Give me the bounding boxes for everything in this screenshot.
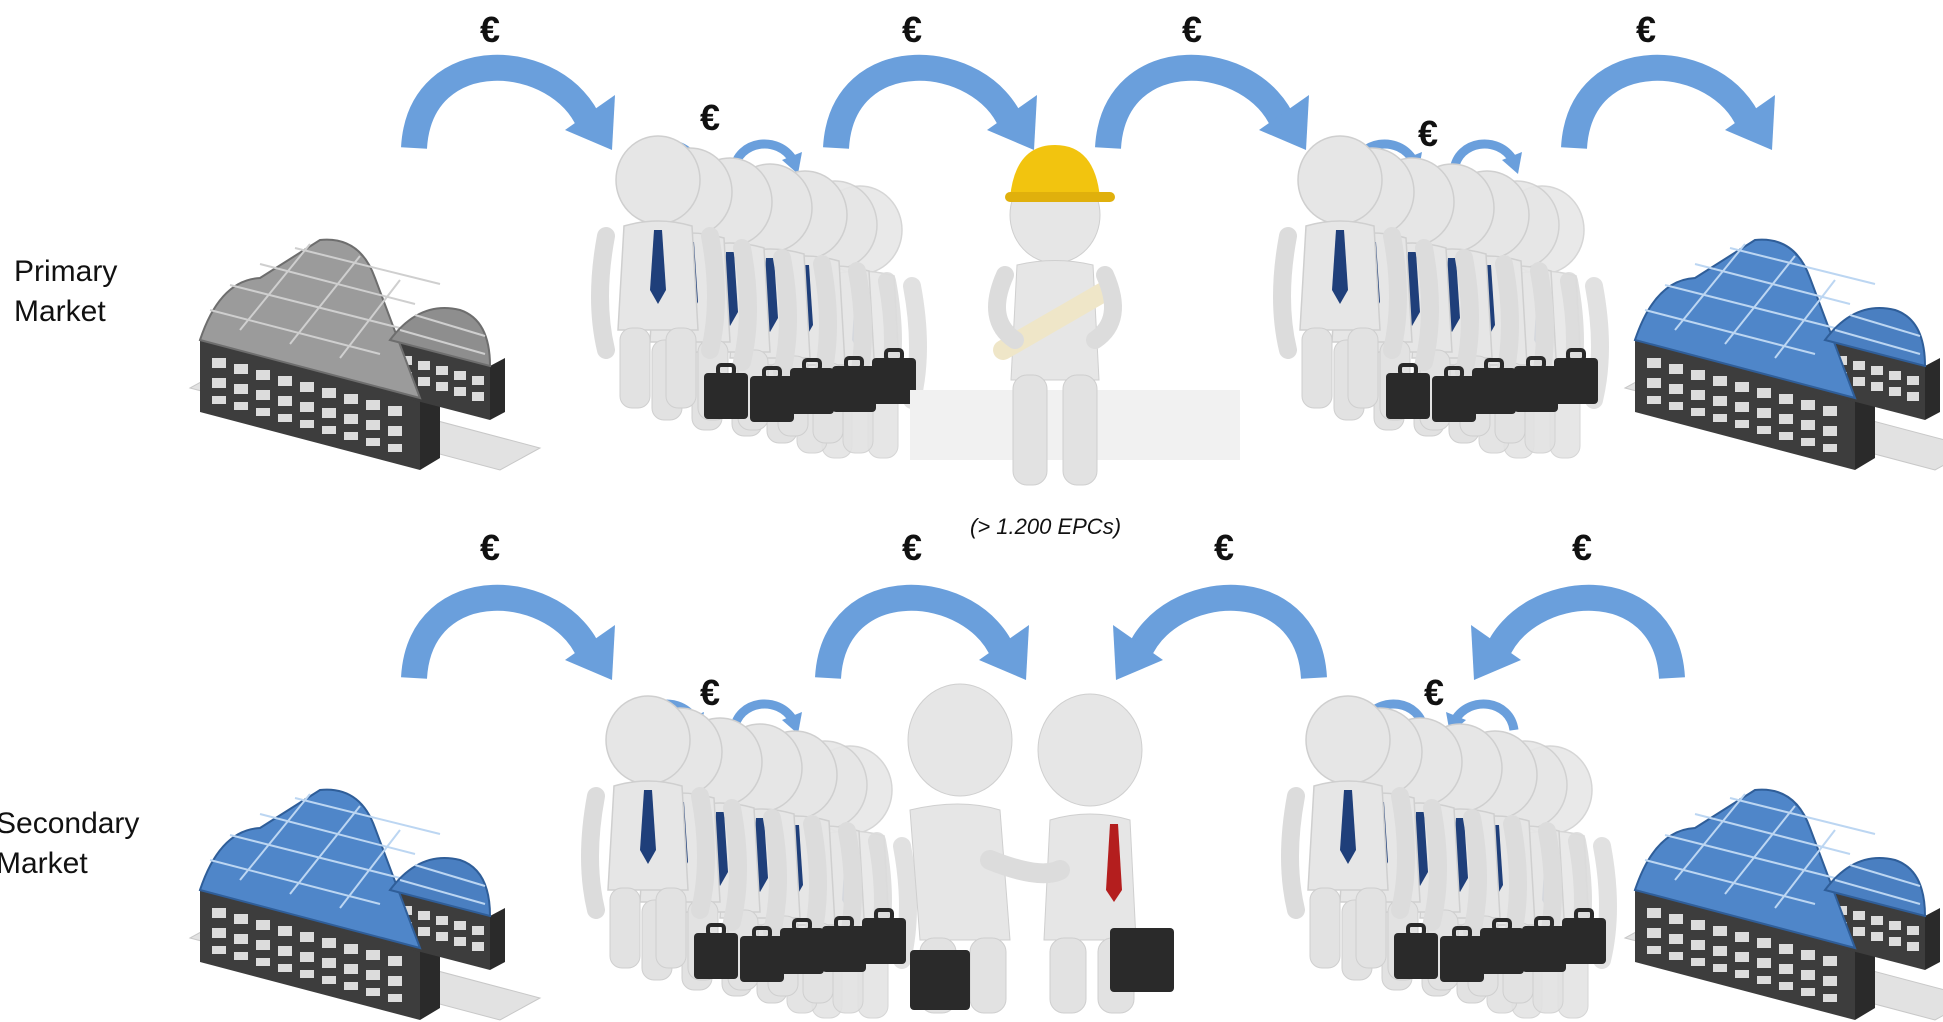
business-group-icon bbox=[600, 136, 918, 458]
flow-arrow bbox=[1108, 68, 1309, 150]
flow-arrow-reverse bbox=[1113, 598, 1314, 680]
factory-solar-roof-icon bbox=[190, 790, 540, 1020]
factory-solar-roof-icon bbox=[1625, 240, 1943, 470]
flow-arrow bbox=[414, 598, 615, 680]
factory-solar-roof-icon bbox=[1625, 790, 1943, 1020]
flow-arrow bbox=[1574, 68, 1775, 150]
handshake-icon bbox=[908, 684, 1174, 1013]
business-group-icon bbox=[1290, 696, 1608, 1018]
business-group-icon bbox=[1282, 136, 1600, 458]
flow-arrow bbox=[828, 598, 1029, 680]
engineer-hardhat-icon bbox=[910, 145, 1240, 485]
factory-grey-roof-icon bbox=[190, 240, 540, 470]
flow-arrow bbox=[836, 68, 1037, 150]
business-group-icon bbox=[590, 696, 908, 1018]
flow-arrow-reverse bbox=[1471, 598, 1672, 680]
flow-arrow bbox=[414, 68, 615, 150]
